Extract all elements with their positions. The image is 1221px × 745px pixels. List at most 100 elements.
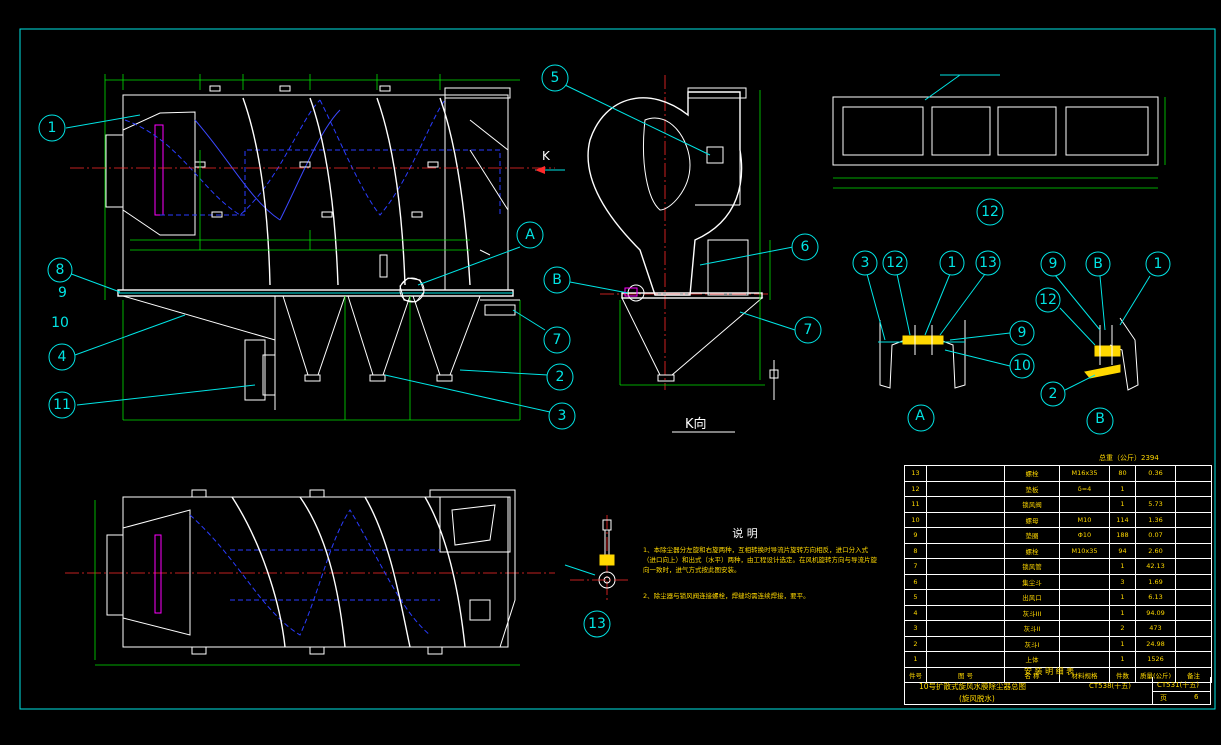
bom-cell-qty: 94: [1109, 542, 1136, 559]
callout-8: 8: [56, 262, 65, 278]
bom-cell-mass: 473: [1135, 620, 1176, 637]
bom-list-title: 安 装 明 细 表: [1024, 667, 1075, 676]
detail-a-callout-13: 13: [979, 255, 997, 271]
bom-cell-name: 灰斗II: [1004, 620, 1060, 637]
bom-cell-spec: [1059, 496, 1110, 513]
bom-cell-note: [1175, 573, 1212, 590]
bom-cell-mass: 1.36: [1135, 511, 1176, 528]
bom-cell-qty: 1: [1109, 496, 1136, 513]
bom-cell-no: 8: [904, 542, 927, 559]
callout-2: 2: [556, 369, 565, 385]
callout-a: A: [525, 227, 535, 243]
bom-header-note: 备注: [1175, 666, 1212, 683]
k-callout-5: 5: [551, 70, 560, 86]
bom-cell-drawing: [926, 542, 1005, 559]
bom-cell-mass: 5.73: [1135, 496, 1176, 513]
bom-cell-spec: M10: [1059, 511, 1110, 528]
bom-cell-mass: [1135, 480, 1176, 497]
bom-cell-qty: 1: [1109, 558, 1136, 575]
bom-cell-qty: 1: [1109, 651, 1136, 668]
detail-a-callout-10: 10: [1013, 358, 1031, 374]
bom-cell-no: 5: [904, 589, 927, 606]
bom-cell-note: [1175, 620, 1212, 637]
bom-cell-spec: [1059, 620, 1110, 637]
plan-callout: 12: [976, 198, 1004, 226]
detail-a-callout-12: 12: [886, 255, 904, 271]
detail-a: A: [878, 320, 966, 432]
bom-cell-qty: 2: [1109, 620, 1136, 637]
bom-cell-no: 1: [904, 651, 927, 668]
bom-cell-qty: 1: [1109, 480, 1136, 497]
bom-cell-drawing: [926, 558, 1005, 575]
bom-cell-spec: [1059, 589, 1110, 606]
drawing-title: 10号扩散式旋风水膜除尘器总图: [919, 682, 1027, 691]
plan-view-12: [832, 74, 1166, 189]
bom-cell-qty: 1: [1109, 635, 1136, 652]
bom-cell-spec: [1059, 604, 1110, 621]
callout-3: 3: [558, 408, 567, 424]
callout-4: 4: [58, 349, 67, 365]
bom-cell-name: 上体: [1004, 651, 1060, 668]
bom-cell-name: 灰斗III: [1004, 604, 1060, 621]
detail-b-callout-b: B: [1093, 256, 1103, 272]
drawing-model: CT538(十五): [1089, 682, 1131, 690]
bom-cell-note: [1175, 511, 1212, 528]
bom-cell-mass: 1526: [1135, 651, 1176, 668]
label-9: 9: [58, 285, 67, 301]
bom-cell-mass: 6.13: [1135, 589, 1176, 606]
bom-cell-mass: 1.69: [1135, 573, 1176, 590]
bom-cell-note: [1175, 604, 1212, 621]
k-arrow-label: K: [542, 149, 551, 163]
detail-a-callouts: 3 12 1 13 9 10: [852, 250, 1035, 379]
detail-a-label: A: [915, 408, 925, 424]
detail-b-callout-12: 12: [1039, 292, 1057, 308]
bom-cell-qty: 188: [1109, 527, 1136, 544]
bom-cell-drawing: [926, 635, 1005, 652]
part-13-detail: [564, 515, 630, 600]
bom-cell-no: 6: [904, 573, 927, 590]
bom-cell-drawing: [926, 604, 1005, 621]
bom-cell-drawing: [926, 480, 1005, 497]
bom-cell-mass: 42.13: [1135, 558, 1176, 575]
bom-header-row: 件号图 号名 称材料规格件数质量(公斤)备注: [904, 666, 1212, 683]
detail-b-callouts: 9 B 1 12 2: [1035, 251, 1171, 407]
k-callout-7: 7: [804, 322, 813, 338]
detail-b-callout-1: 1: [1154, 256, 1163, 272]
bom-header-name: 名 称: [1004, 666, 1060, 683]
bom-cell-spec: M10x35: [1059, 542, 1110, 559]
notes-title: 说 明: [732, 526, 758, 540]
bom-cell-drawing: [926, 511, 1005, 528]
bom-cell-drawing: [926, 496, 1005, 513]
detail-a-callout-1: 1: [948, 255, 957, 271]
k-view-label: K向: [685, 416, 707, 432]
sheet-label: 页: [1160, 694, 1167, 702]
detail-b-callout-2: 2: [1049, 386, 1058, 402]
part-13-callout: 13: [583, 610, 611, 638]
bom-cell-note: [1175, 558, 1212, 575]
bom-cell-no: 9: [904, 527, 927, 544]
bom-cell-drawing: [926, 589, 1005, 606]
drawing-code: CT531(十五): [1157, 681, 1199, 689]
bom-cell-spec: [1059, 651, 1110, 668]
bom-cell-note: [1175, 527, 1212, 544]
bom-cell-note: [1175, 651, 1212, 668]
detail-b: B: [1084, 317, 1139, 435]
bom-cell-drawing: [926, 573, 1005, 590]
bom-cell-note: [1175, 480, 1212, 497]
bom-cell-no: 7: [904, 558, 927, 575]
bom-cell-note: [1175, 542, 1212, 559]
detail-a-callout-3: 3: [861, 255, 870, 271]
callout-7: 7: [553, 332, 562, 348]
bom-cell-mass: 0.36: [1135, 465, 1176, 482]
bom-cell-drawing: [926, 651, 1005, 668]
bom-cell-drawing: [926, 527, 1005, 544]
notes-text: 1、本除尘器分左旋和右旋两种，互相转换时导流片旋转方向相反，进口分入式（进口向上…: [643, 545, 878, 601]
